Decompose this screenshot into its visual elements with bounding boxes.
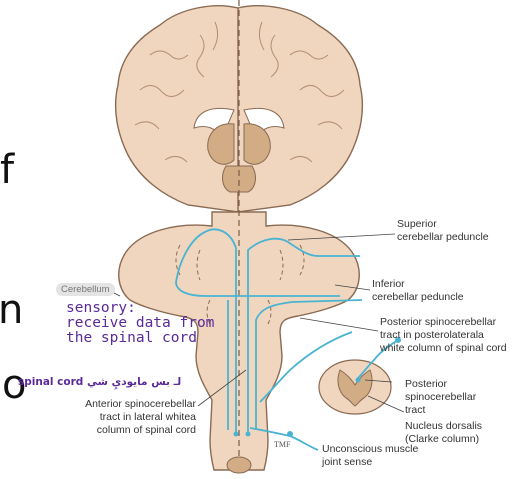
slide-letter-n: n bbox=[0, 290, 23, 330]
spinal-cord-bottom bbox=[227, 457, 251, 473]
illustrator-credit: TMF bbox=[274, 440, 290, 449]
slide-letter-f: f bbox=[0, 150, 14, 190]
annotation-sensory: sensory: receive data from the spinal co… bbox=[66, 301, 214, 346]
annotation-arabic: spinal cord لـ بس مايوديِ شي bbox=[18, 376, 181, 388]
label-cerebellum: Cerebellum bbox=[56, 283, 115, 296]
midbrain-dark bbox=[223, 166, 256, 192]
